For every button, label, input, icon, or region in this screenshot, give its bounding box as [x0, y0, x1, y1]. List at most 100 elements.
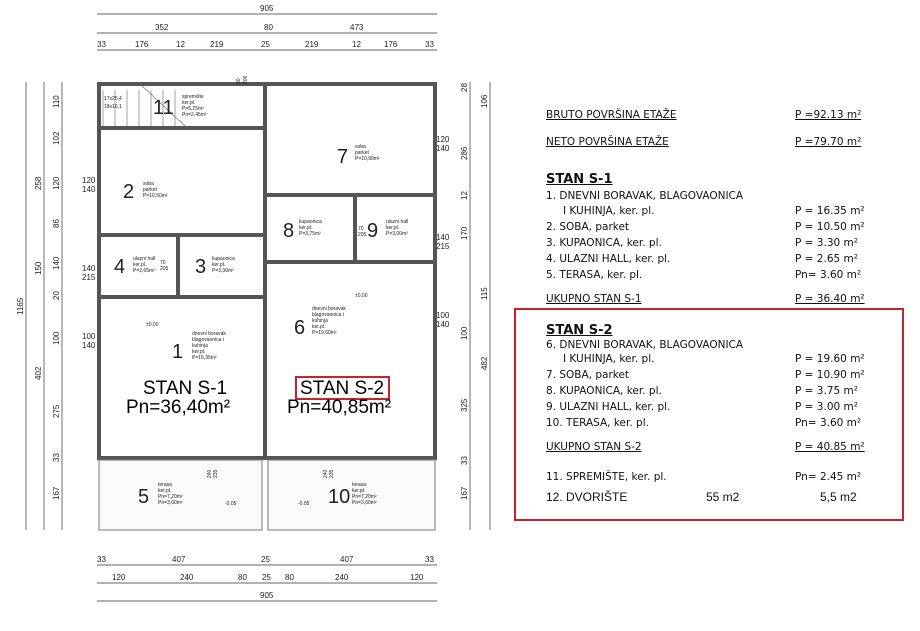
s2-row-label: 10. TERASA, ker. pl.	[546, 417, 649, 429]
room-text: ulazni hall	[386, 219, 408, 225]
dim-top-total: 905	[260, 4, 274, 13]
neto-value: P =79.70 m²	[795, 136, 862, 148]
room-label-5: terasa ker.pl. Pn=7,20m² Pn=3,60m²	[158, 482, 183, 506]
s1-total-value: P = 36.40 m²	[795, 293, 865, 305]
stair-label: 17x25,4	[104, 96, 122, 102]
s1-row-label: 1. DNEVNI BORAVAK, BLAGOVAONICA	[546, 190, 744, 202]
room-number: 6	[294, 317, 305, 339]
s2-row-value: P = 10.90 m²	[795, 369, 865, 381]
terrace-door-dim: 240	[323, 469, 329, 478]
dim-top: 12	[352, 40, 361, 49]
window-dim: 215	[82, 273, 96, 282]
dim-right: 100	[460, 326, 469, 340]
storage-value: Pn= 2.45 m²	[795, 471, 862, 483]
unit-s1-name: STAN S-1	[143, 378, 227, 399]
dim-left: 33	[52, 453, 61, 462]
dim-bottom: 240	[180, 573, 194, 582]
door-dim: 205	[160, 266, 169, 272]
s2-total-label: UKUPNO STAN S-2	[546, 441, 642, 453]
dim-left: 110	[52, 95, 61, 108]
room-label-11: spremište ker.pl. P=5,25m² Pn=2,45m²	[182, 94, 207, 118]
s2-row-label: 9. ULAZNI HALL, ker. pl.	[546, 401, 671, 413]
dim-left: 20	[52, 291, 61, 300]
dim-left: 102	[52, 131, 61, 145]
room-text: soba	[143, 181, 154, 187]
room-label-7: soba parket P=10,90m²	[355, 144, 380, 162]
dim-right: 170	[460, 226, 469, 240]
dim-top: 219	[305, 40, 319, 49]
dim-bottom: 33	[425, 555, 434, 564]
dim-left: 258	[34, 176, 43, 190]
dim-bottom: 25	[262, 573, 271, 582]
room-number: 2	[123, 181, 134, 203]
room-text: terasa	[352, 482, 366, 488]
s1-row-label: 4. ULAZNI HALL, ker. pl.	[546, 253, 671, 265]
room-text: P=3,30m²	[212, 268, 234, 274]
s2-row-label: I KUHINJA, ker. pl.	[563, 353, 655, 365]
dim-top: 473	[350, 23, 364, 32]
terraces	[98, 459, 436, 531]
room-number: 5	[138, 486, 149, 508]
dim-top: 176	[135, 40, 149, 49]
dim-left: 150	[34, 261, 43, 275]
s2-total-value: P = 40.85 m²	[795, 441, 865, 453]
room-text: P=5,25m²	[182, 106, 204, 112]
room-text: dnevni boravak	[312, 306, 346, 312]
s1-row-value: P = 10.50 m²	[795, 221, 865, 233]
s2-row-label: 7. SOBA, parket	[546, 369, 630, 381]
window-dim: 100	[82, 332, 96, 341]
room-text: blagovaonica i	[312, 312, 344, 318]
room-label-3: kupaonica ker.pl. P=3,30m²	[212, 256, 235, 274]
yard-area: 55 m2	[706, 490, 740, 504]
unit-s1-area: Pn=36,40m²	[126, 397, 230, 418]
dim-left: 140	[52, 256, 61, 270]
room-text: Pn=7,20m²	[158, 494, 183, 500]
dim-right: 28	[460, 83, 469, 92]
room-text: P=10,50m²	[143, 193, 168, 199]
unit-s2-highlight	[295, 376, 390, 400]
window-dim: 140	[436, 320, 450, 329]
window-dim: 140	[82, 185, 96, 194]
level-mark: ±0.00	[146, 322, 159, 328]
window-dim: 140	[436, 144, 450, 153]
room-text: P=19,60m²	[312, 330, 337, 336]
room-number: 7	[337, 146, 348, 168]
dim-right: 106	[480, 94, 489, 108]
room-number: 1	[172, 341, 183, 363]
dim-right: 33	[460, 456, 469, 465]
s2-row-value: P = 19.60 m²	[795, 353, 865, 365]
door-dim: 205	[358, 232, 367, 238]
room-text: ker.pl.	[192, 349, 205, 355]
room-text: ker.pl.	[312, 324, 325, 330]
unit-s2-name: STAN S-2	[300, 378, 384, 399]
window-dim: 140	[436, 233, 450, 242]
dim-right: 325	[460, 398, 469, 412]
door-dim: 206	[243, 75, 249, 84]
room-number: 8	[283, 220, 294, 242]
room-text: ulazni hall	[133, 256, 155, 262]
dim-right: 482	[480, 356, 489, 370]
dim-right: 12	[460, 191, 469, 200]
room-text: ker.pl.	[212, 262, 225, 268]
room-label-6: dnevni boravak blagovaonica i kuhinja ke…	[312, 306, 346, 336]
dim-left: 100	[52, 331, 61, 345]
dim-bottom: 80	[285, 573, 294, 582]
dim-left: 402	[34, 366, 43, 380]
s2-row-label: 6. DNEVNI BORAVAK, BLAGOVAONICA	[546, 339, 744, 351]
room-label-1: dnevni boravak blagovaonica i kuhinja ke…	[192, 331, 226, 361]
dim-left: 275	[52, 404, 61, 418]
dim-bottom: 407	[340, 555, 354, 564]
room-text: ker.pl.	[352, 488, 365, 494]
unit-s2-area: Pn=40,85m²	[287, 397, 391, 418]
window-dim: 140	[82, 264, 96, 273]
room-number: 3	[195, 256, 206, 278]
room-text: P=10,90m²	[355, 156, 380, 162]
room-text: parket	[143, 187, 158, 193]
yard-label: 12. DVORIŠTE	[546, 490, 628, 504]
s1-total-label: UKUPNO STAN S-1	[546, 293, 642, 305]
room-text: parket	[355, 150, 370, 156]
level-mark: ±0.00	[355, 293, 368, 299]
room-text: blagovaonica i	[192, 337, 224, 343]
dim-top: 176	[384, 40, 398, 49]
s1-row-label: I KUHINJA, ker. pl.	[563, 205, 655, 217]
